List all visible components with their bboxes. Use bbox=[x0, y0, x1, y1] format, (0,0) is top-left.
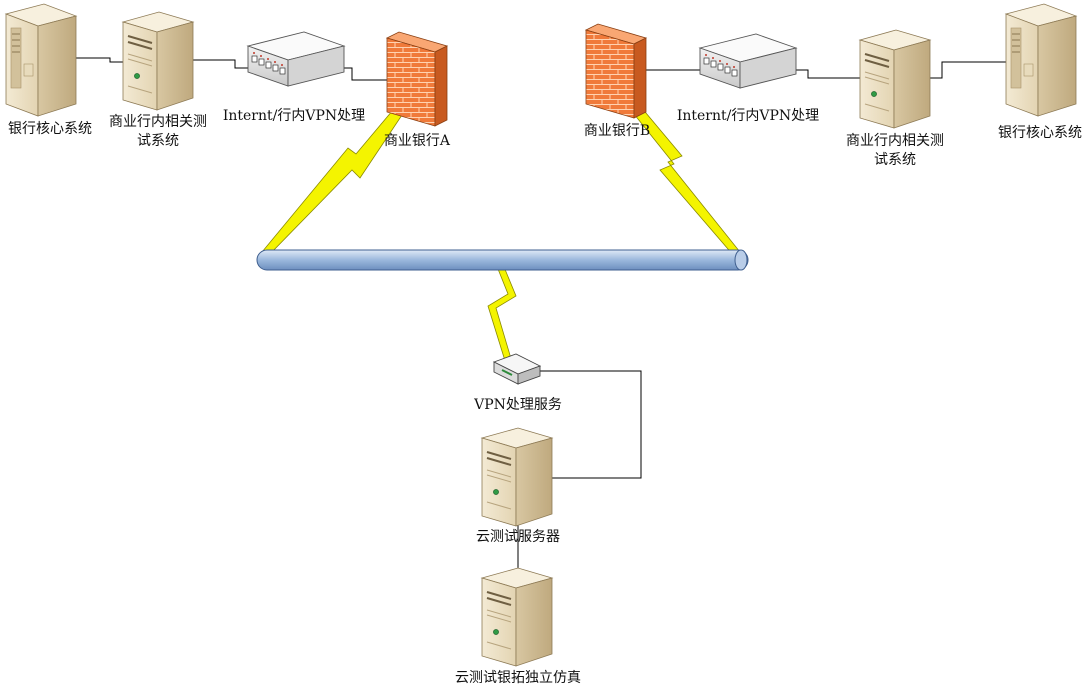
server-icon bbox=[122, 11, 194, 111]
router-icon bbox=[492, 353, 542, 385]
label-vpn: VPN处理服务 bbox=[474, 397, 562, 413]
label-test-right: 商业行内相关测试系统 bbox=[846, 133, 944, 168]
label-switch-left: Internt/行内VPN处理 bbox=[222, 108, 366, 124]
network-switch-icon bbox=[699, 33, 797, 89]
label-core-right: 银行核心系统 bbox=[998, 125, 1082, 141]
lightning-firewall-a-to-bus bbox=[261, 103, 405, 257]
tower-server-icon bbox=[5, 3, 77, 117]
label-core-left: 银行核心系统 bbox=[8, 121, 92, 137]
firewall-icon bbox=[386, 31, 448, 127]
label-firewall-b: 商业银行B bbox=[583, 123, 651, 139]
firewall-icon bbox=[585, 23, 647, 119]
label-firewall-a: 商业银行A bbox=[383, 133, 451, 149]
server-icon bbox=[859, 29, 931, 129]
label-cloud: 云测试服务器 bbox=[476, 529, 560, 545]
link-cloud-to-vpn bbox=[512, 370, 642, 479]
network-switch-icon bbox=[247, 31, 345, 87]
lightning-bus-to-vpn bbox=[487, 261, 517, 365]
network-bus-pipe bbox=[256, 249, 749, 271]
label-switch-right: Internt/行内VPN处理 bbox=[676, 108, 820, 124]
server-icon bbox=[481, 567, 553, 667]
link-core-left-to-test-left bbox=[44, 57, 130, 63]
lightning-links bbox=[261, 87, 741, 365]
tower-server-icon bbox=[1005, 3, 1077, 117]
label-sim: 云测试银拓独立仿真 bbox=[455, 670, 581, 686]
label-test-left: 商业行内相关测试系统 bbox=[109, 114, 207, 149]
server-icon bbox=[481, 427, 553, 527]
